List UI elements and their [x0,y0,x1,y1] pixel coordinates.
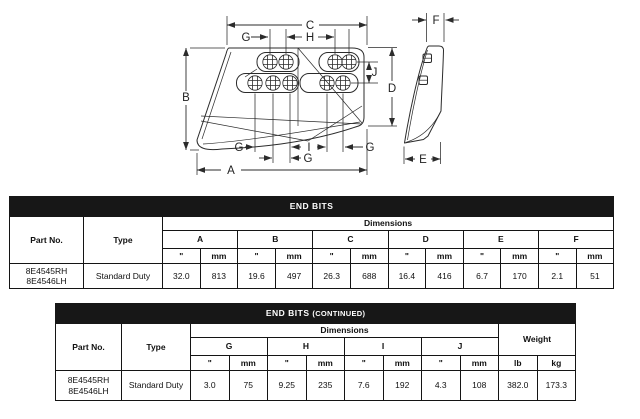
value-cell: 51 [575,263,615,289]
unit-inch: " [537,248,577,264]
end-bits-continued-table: END BITS (CONTINUED) Part No. Type Dimen… [54,303,577,401]
dim-label-e: E [419,154,427,166]
type-cell: Standard Duty [83,263,163,289]
part-no-line2: 8E4546LH [26,276,67,286]
table1-col-e: E [462,230,539,249]
table1-col-c: C [312,230,389,249]
unit-inch: " [387,248,427,264]
dim-label-h: H [306,32,314,44]
table1-col-a: A [161,230,239,249]
unit-mm: mm [459,355,499,371]
table1-col-d: D [387,230,464,249]
unit-inch: " [421,355,461,371]
table2-col-h: H [267,337,345,356]
unit-mm: mm [425,248,464,264]
value-cell: 19.6 [237,263,276,289]
table2-col-g: G [190,337,268,356]
profile-bolt-heads [418,53,432,85]
value-cell: 4.3 [421,370,461,401]
table2-weight-header: Weight [497,323,577,356]
table2-title-text: END BITS [265,308,310,319]
unit-inch: " [462,248,502,264]
table1-title: END BITS [8,196,615,217]
witness-lines [190,13,445,175]
value-cell: 9.25 [267,370,307,401]
dimension-lines [183,17,459,173]
table2-dimensions-header: Dimensions [190,323,499,338]
table2-col-part-no: Part No. [55,323,122,371]
value-cell: 813 [199,263,239,289]
table-row: 8E4545RH 8E4546LH Standard Duty 32.0 813… [9,263,615,289]
unit-inch: " [237,248,276,264]
table1-col-b: B [237,230,314,249]
unit-mm: mm [500,248,539,264]
value-cell: 192 [382,370,422,401]
unit-mm: mm [305,355,345,371]
bolt-holes [247,54,357,91]
table2-col-j: J [421,337,499,356]
part-no-line1: 8E4545RH [25,265,68,276]
table1-col-f: F [537,230,615,249]
dim-label-g-top: G [242,32,251,44]
part-no-cell: 8E4545RH 8E4546LH [9,263,84,289]
weight-kg-cell: 173.3 [536,370,577,401]
dim-label-a: A [227,165,235,177]
value-cell: 497 [274,263,314,289]
part-no-line2: 8E4546LH [68,385,109,396]
unit-mm: mm [575,248,615,264]
unit-inch: " [190,355,230,371]
value-cell: 16.4 [387,263,427,289]
unit-lb: lb [498,355,538,371]
unit-inch: " [162,248,201,264]
unit-kg: kg [536,355,577,371]
dim-label-i: I [307,142,310,154]
table2-title: END BITS (CONTINUED) [54,303,577,324]
part-no-line1: 8E4545RH [67,375,110,386]
table2-col-type: Type [121,323,191,371]
dim-label-g-bottom-right: G [366,142,375,154]
table1-dimensions-header: Dimensions [161,216,615,231]
unit-mm: mm [274,248,314,264]
value-cell: 108 [459,370,499,401]
table2-title-suffix: (CONTINUED) [312,309,366,319]
dim-label-g-bottom-left: G [235,142,244,154]
value-cell: 170 [500,263,539,289]
weight-lb-cell: 382.0 [498,370,538,401]
table1-col-part-no: Part No. [9,216,84,264]
value-cell: 75 [228,370,268,401]
value-cell: 416 [425,263,464,289]
value-cell: 3.0 [190,370,230,401]
value-cell: 26.3 [312,263,351,289]
unit-inch: " [312,248,351,264]
dim-label-c: C [306,20,314,32]
dim-label-f: F [432,15,439,27]
value-cell: 32.0 [162,263,201,289]
dim-label-d: D [388,83,396,95]
table1-col-type: Type [83,216,163,264]
value-cell: 235 [305,370,345,401]
table-row: 8E4545RH 8E4546LH Standard Duty 3.0 75 9… [55,370,577,401]
value-cell: 7.6 [344,370,384,401]
unit-inch: " [344,355,384,371]
dim-label-j: J [372,67,378,79]
unit-inch: " [267,355,307,371]
front-view-outline [196,47,365,151]
end-bit-diagram: C G H B J D A G I G G F E [182,13,459,177]
dim-label-b: B [182,92,190,104]
type-cell: Standard Duty [121,370,191,401]
unit-mm: mm [382,355,422,371]
dim-label-g-bottom-mid: G [304,153,313,165]
unit-mm: mm [228,355,268,371]
value-cell: 2.1 [537,263,577,289]
side-profile-view [404,45,444,144]
end-bits-table: END BITS Part No. Type Dimensions A B C … [8,196,615,289]
unit-mm: mm [349,248,389,264]
part-no-cell: 8E4545RH 8E4546LH [55,370,122,401]
table2-col-i: I [344,337,422,356]
value-cell: 6.7 [462,263,502,289]
unit-mm: mm [199,248,239,264]
value-cell: 688 [349,263,389,289]
